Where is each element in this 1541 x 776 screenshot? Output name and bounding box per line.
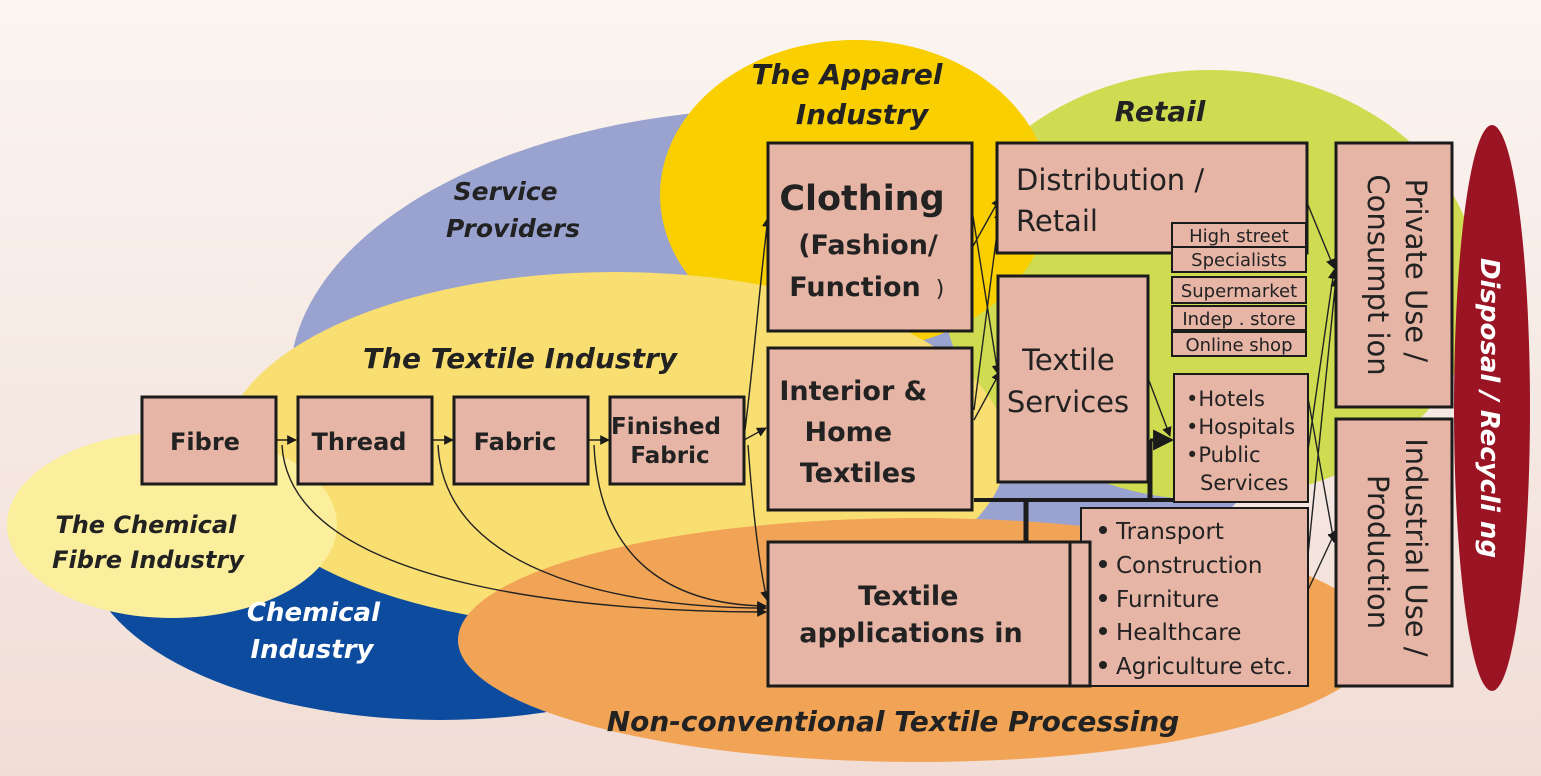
application-sector-item: Agriculture etc. [1116, 654, 1293, 680]
finished-fabric-box: Finished Fabric [608, 395, 746, 486]
fibre-label: Fibre [170, 428, 240, 456]
industrial-use-box: Industrial Use / Production [1334, 417, 1454, 688]
interior-home-textiles-box: Interior & Home Textiles [766, 346, 974, 512]
industrial-use-label: Industrial Use / Production [1361, 438, 1433, 666]
chemical-fibre-label: The Chemical Fibre Industry [52, 511, 245, 574]
thread-label: Thread [312, 428, 407, 456]
clothing-fashion: (Fashion/ [798, 230, 938, 261]
service-providers-label: Service Providers [446, 177, 580, 243]
interior-label: Interior & Home Textiles [779, 376, 936, 489]
non-conventional-label: Non-conventional Textile Processing [607, 705, 1180, 738]
textile-applications-box: Textile applications in [766, 540, 1092, 688]
clothing-function: Function [789, 272, 920, 303]
flow-arrows [276, 197, 1340, 617]
application-sector-item: Transport [1115, 519, 1224, 545]
retail-label: Retail [1115, 95, 1206, 128]
retail-types: High street Specialists Supermarket Inde… [1171, 222, 1307, 357]
private-use-box: Private Use / Consumpt ion [1334, 141, 1454, 409]
service-sectors-list: •Hotels •Hospitals •Public Services [1186, 387, 1302, 495]
retail-type-item: High street [1189, 226, 1289, 247]
retail-type-item: Supermarket [1181, 281, 1297, 302]
retail-type-item: Online shop [1185, 335, 1292, 356]
application-sector-item: Furniture [1116, 587, 1219, 613]
application-sector-item: Healthcare [1116, 620, 1241, 646]
connector-bars [974, 429, 1180, 542]
fabric-box: Fabric [452, 395, 590, 486]
private-use-label: Private Use / Consumpt ion [1361, 174, 1433, 375]
fabric-label: Fabric [474, 428, 557, 456]
chemical-industry-label: Chemical Industry [247, 598, 389, 665]
apparel-industry-label: The Apparel Industry [752, 58, 953, 131]
disposal-recycling-label: Disposal / Recycli ng [1474, 258, 1504, 558]
clothing-paren: ) [936, 277, 945, 302]
thread-box: Thread [296, 395, 434, 486]
service-sectors-box: •Hotels •Hospitals •Public Services [1173, 373, 1309, 503]
retail-type-item: Specialists [1191, 250, 1287, 271]
distribution-label: Distribution / Retail [1016, 163, 1213, 238]
clothing-title: Clothing [779, 179, 944, 219]
textile-services-label: Textile Services [1007, 343, 1129, 419]
retail-type-item: Indep . store [1182, 309, 1295, 330]
textile-services-box: Textile Services [996, 274, 1150, 484]
textile-applications-label: Textile applications in [799, 581, 1023, 649]
application-sector-item: Construction [1116, 553, 1262, 579]
clothing-box: Clothing (Fashion/ Function ) [766, 141, 974, 333]
distribution-retail-box: Distribution / Retail [995, 141, 1309, 255]
application-sectors-box: Transport Construction Furniture Healthc… [1080, 507, 1309, 687]
fibre-box: Fibre [140, 395, 278, 486]
finished-fabric-label: Finished Fabric [611, 414, 729, 469]
disposal-region [1454, 125, 1530, 691]
textile-industry-label: The Textile Industry [363, 342, 679, 375]
